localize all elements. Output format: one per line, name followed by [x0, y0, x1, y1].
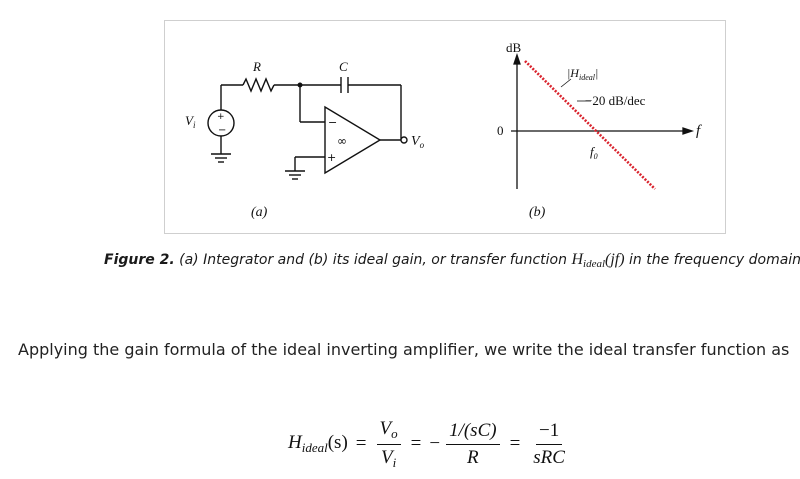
- equals-sign-1: =: [355, 433, 367, 454]
- body-paragraph: Applying the gain formula of the ideal i…: [18, 340, 790, 359]
- panel-label-a: (a): [251, 205, 268, 220]
- opamp-plus-sign: +: [327, 151, 336, 164]
- output-terminal-icon: [400, 136, 408, 144]
- x-axis-label: f: [696, 123, 702, 139]
- equals-sign-3: =: [509, 433, 521, 454]
- caption-lead: Figure 2.: [104, 252, 175, 268]
- opamp-icon: [324, 105, 382, 175]
- figure-panel: + − − + ∞ R C Vi Vo (a) dB 0 f |Hideal| …: [164, 20, 726, 234]
- transfer-function-equation: Hideal(s) = Vo Vi = − 1/(sC) R = −1 sRC: [288, 414, 570, 474]
- output-voltage-label: Vo: [411, 134, 425, 150]
- zero-db-label: 0: [497, 123, 504, 138]
- svg-text:−: −: [218, 125, 226, 136]
- equals-sign-2: =: [410, 433, 422, 454]
- y-axis-label: dB: [506, 40, 522, 55]
- x-axis-arrow-icon: [682, 127, 695, 135]
- magnitude-line: [524, 60, 656, 190]
- figure-drawing: + − − + ∞ R C Vi Vo (a) dB 0 f |Hideal| …: [185, 40, 702, 220]
- svg-text:+: +: [217, 112, 225, 122]
- magnitude-label: |Hideal|: [567, 66, 598, 82]
- fraction-vo-vi: Vo Vi: [376, 418, 401, 471]
- source-voltage-label: Vi: [185, 113, 196, 130]
- source-ground-icon: [211, 153, 231, 163]
- caption-text-after: in the frequency domain.: [624, 252, 800, 268]
- opamp-minus-sign: −: [328, 116, 337, 129]
- resistor-icon: [242, 77, 275, 93]
- magnitude-leader: [560, 78, 572, 88]
- integrator-circuit: [207, 77, 408, 180]
- opamp-gain-symbol: ∞: [337, 134, 347, 148]
- equation-lhs: Hideal(s): [288, 432, 348, 455]
- figure-caption: Figure 2. (a) Integrator and (b) its ide…: [104, 251, 800, 270]
- bode-plot: [511, 52, 695, 189]
- minus-sign: −: [429, 433, 441, 454]
- caption-text-before: (a) Integrator and (b) its ideal gain, o…: [174, 252, 572, 268]
- y-axis-arrow-icon: [513, 52, 521, 65]
- slope-label: −20 dB/dec: [585, 93, 646, 108]
- capacitor-label: C: [339, 59, 348, 74]
- caption-symbol: Hideal(jf): [571, 251, 625, 270]
- fraction-impedance: 1/(sC) R: [446, 420, 500, 469]
- crossover-label: f0: [590, 144, 598, 161]
- resistor-label: R: [252, 59, 261, 74]
- capacitor-icon: [340, 77, 349, 93]
- fraction-result: −1 sRC: [533, 419, 565, 468]
- panel-label-b: (b): [529, 205, 546, 220]
- opamp-ground-icon: [285, 170, 305, 180]
